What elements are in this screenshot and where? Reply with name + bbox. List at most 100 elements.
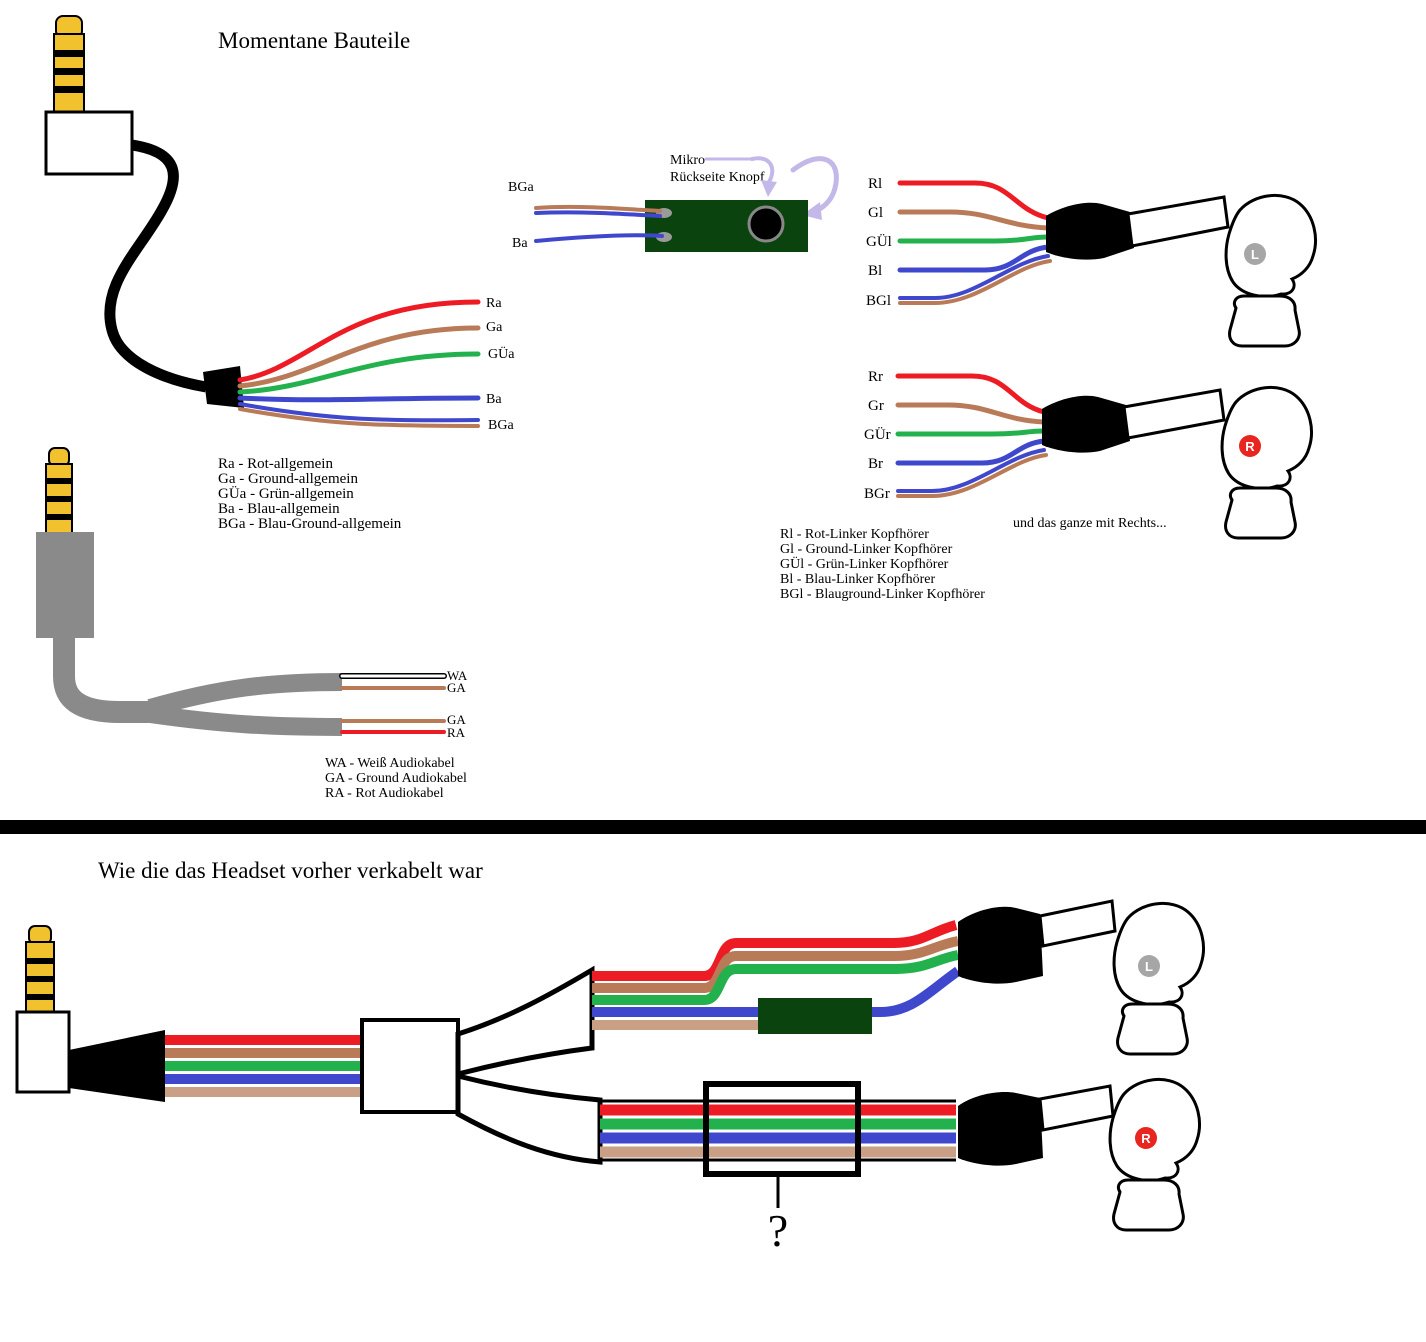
upper-wire-blue-from-pcb	[872, 966, 961, 1017]
wire-label-rl: Rl	[868, 176, 882, 192]
legend-line: Ba - Blau-allgemein	[218, 501, 340, 517]
upper-wire-green	[592, 950, 960, 1005]
plug-ring-icon	[46, 514, 72, 520]
lower-earphone-cable	[1038, 1084, 1115, 1132]
main-trrs-plug	[44, 15, 134, 176]
right-earphone-cable	[1122, 388, 1226, 440]
wire-label-bga: BGa	[488, 418, 514, 433]
audio-label-ga2: GA	[447, 712, 466, 727]
left-earphone-connector	[1046, 202, 1134, 260]
wire-bga-brown	[238, 407, 480, 428]
wire-gua	[237, 351, 481, 395]
mikro-arrowhead-icon	[761, 180, 777, 197]
wire-label-gul: GÜl	[866, 233, 892, 250]
plug-ring-icon	[54, 68, 84, 75]
wire-bgl-brown	[898, 259, 1052, 305]
wire-ga	[237, 325, 481, 389]
bottom-right-earbud	[1108, 1077, 1201, 1232]
bottom-section: Wie die das Headset vorher verkabelt war	[15, 858, 1205, 1256]
wire-label-ba: Ba	[486, 392, 502, 407]
bottom-plug	[15, 925, 165, 1102]
knopf-label: Rückseite Knopf	[670, 170, 765, 185]
legend-line: GÜa - Grün-allgemein	[218, 485, 354, 502]
mikro-pointer-curve	[750, 156, 775, 184]
knopf-pointer-curve	[790, 156, 839, 214]
main-cable-wires	[237, 299, 481, 428]
legend-line: Gl - Ground-Linker Kopfhörer	[780, 542, 953, 557]
mic-wire-label-bga: BGa	[508, 180, 534, 195]
audio-cable-branch-top	[147, 673, 343, 717]
wire-label-ra: Ra	[486, 296, 502, 311]
wire-bgr-brown	[896, 453, 1048, 498]
wire-label-bgl: BGl	[866, 293, 891, 309]
wire-ra	[237, 299, 481, 383]
mic-button-icon	[747, 205, 785, 243]
mic-wire-bga-blue	[534, 210, 662, 218]
plug-ring-icon	[54, 86, 84, 93]
legend-line: BGa - Blau-Ground-allgemein	[218, 516, 402, 532]
plug-ring-icon	[26, 976, 54, 982]
bottom-section-title: Wie die das Headset vorher verkabelt war	[98, 858, 483, 883]
wire-label-rr: Rr	[868, 369, 883, 385]
legend-line: GA - Ground Audiokabel	[325, 771, 467, 786]
cable-split-sleeve	[203, 366, 244, 408]
mic-board-group: Mikro Rückseite Knopf BGa Ba	[508, 153, 839, 252]
left-badge	[1244, 243, 1266, 265]
junction-box	[360, 1018, 460, 1114]
audio-label-ra: RA	[447, 725, 466, 740]
plug-ring-icon	[54, 50, 84, 57]
legend-line: RA - Rot Audiokabel	[325, 786, 444, 801]
wire-rr	[895, 373, 1047, 415]
wire-bl	[897, 244, 1051, 273]
upper-branch-cable	[455, 965, 595, 1078]
wire-bgl-blue	[898, 254, 1050, 300]
lower-branch-cable	[455, 1072, 603, 1165]
wire-gur	[895, 428, 1047, 437]
plug-ring-icon	[46, 478, 72, 484]
mikro-label: Mikro	[670, 153, 705, 168]
mic-wire-label-ba: Ba	[512, 236, 528, 251]
mic-wire-bga-brown	[534, 204, 662, 213]
audio-cable-main	[53, 636, 152, 723]
lower-branch-wires	[600, 1099, 956, 1162]
bottom-right-badge	[1135, 1127, 1157, 1149]
right-earbud	[1220, 385, 1313, 540]
legend-line: GÜl - Grün-Linker Kopfhörer	[780, 555, 949, 572]
audio-label-wa: WA	[447, 668, 468, 683]
plug-body	[15, 1010, 71, 1094]
wire-br	[895, 438, 1047, 466]
legend-line: Bl - Blau-Linker Kopfhörer	[780, 572, 935, 587]
legend-line: Ga - Ground-allgemein	[218, 471, 358, 487]
bottom-left-badge-letter: L	[1145, 959, 1153, 974]
audio-plug-group: WA GA GA RA WA - Weiß Audiokabel GA - Gr…	[36, 447, 468, 801]
mic-wire-ba	[534, 233, 664, 243]
wire-label-gur: GÜr	[864, 426, 891, 443]
plug-ring-icon	[26, 994, 54, 1000]
right-badge-letter: R	[1245, 439, 1255, 454]
plug-ring-icon	[46, 496, 72, 502]
wire-bgr-blue	[896, 448, 1046, 493]
left-badge-letter: L	[1251, 247, 1259, 262]
top-section-title: Momentane Bauteile	[218, 28, 410, 53]
wire-label-gr: Gr	[868, 398, 884, 414]
wire-bga-blue	[238, 402, 480, 423]
wire-label-ga: Ga	[486, 320, 503, 335]
right-badge	[1239, 435, 1261, 457]
wire-ba	[237, 395, 481, 403]
upper-wire-brown	[592, 936, 960, 993]
legend-line: BGl - Blauground-Linker Kopfhörer	[780, 587, 985, 602]
upper-branch-wires	[592, 920, 961, 1030]
bottom-left-earbud	[1112, 901, 1205, 1056]
wire-label-gl: Gl	[868, 205, 883, 221]
main-cable	[104, 139, 207, 393]
right-earphone-group: Rr Gr GÜr Br BGr R	[864, 369, 1313, 540]
left-earbud	[1224, 193, 1317, 348]
lower-connector	[958, 1092, 1043, 1166]
upper-earphone-cable	[1038, 899, 1117, 948]
bottom-left-badge	[1138, 955, 1160, 977]
wire-label-bgr: BGr	[864, 486, 890, 502]
left-earphone-cable	[1126, 195, 1230, 248]
top-section: Momentane Bauteile Ra Ga GÜa Ba BGa	[36, 15, 1317, 801]
